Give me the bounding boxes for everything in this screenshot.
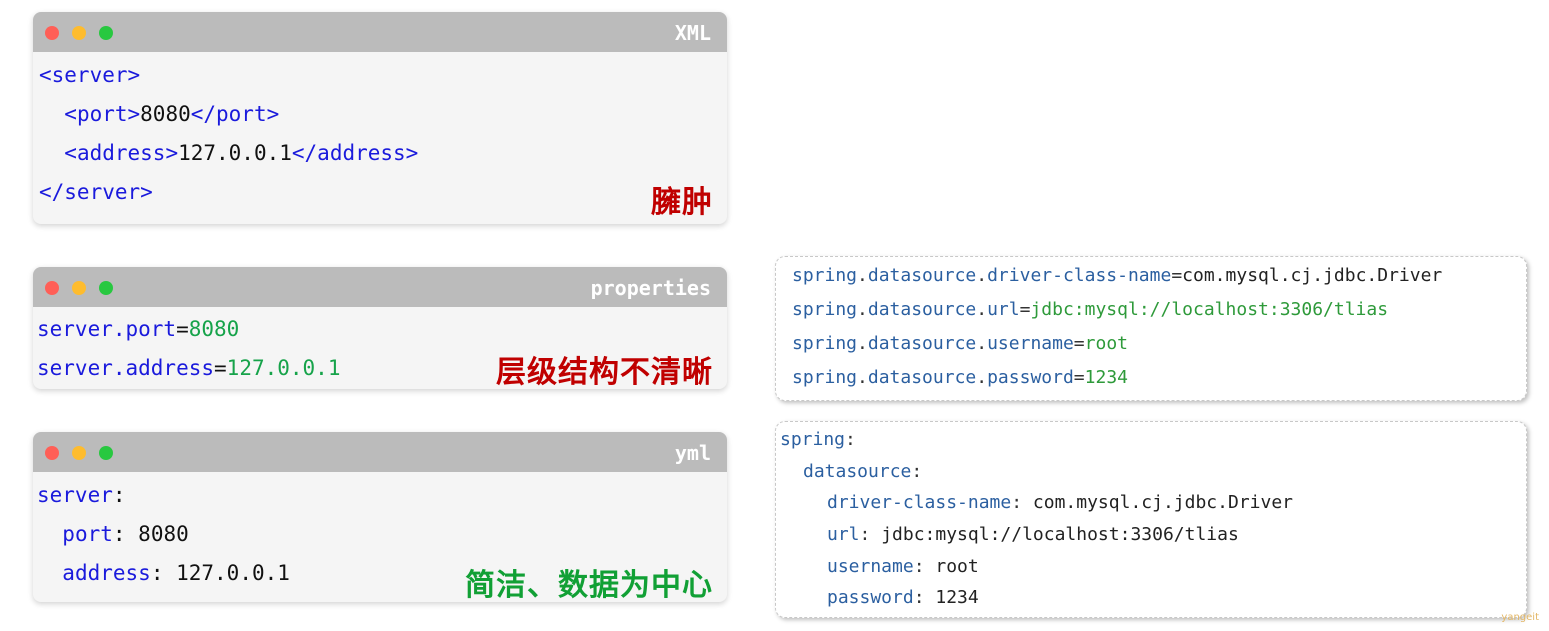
- code-line: spring:: [780, 429, 856, 450]
- code-line: address: 127.0.0.1: [62, 561, 290, 585]
- properties-code-window: properties server.port=8080 server.addre…: [33, 267, 727, 389]
- properties-titlebar: properties: [33, 267, 727, 307]
- maximize-dot-icon: [99, 281, 113, 295]
- code-line: server.port=8080: [37, 317, 240, 341]
- properties-language-label: properties: [590, 276, 711, 300]
- yml-titlebar: yml: [33, 432, 727, 472]
- code-line: url: jdbc:mysql://localhost:3306/tlias: [827, 524, 1239, 545]
- maximize-dot-icon: [99, 26, 113, 40]
- code-line: spring.datasource.url=jdbc:mysql://local…: [792, 299, 1389, 320]
- minimize-dot-icon: [72, 26, 86, 40]
- code-line: server:: [37, 483, 126, 507]
- xml-note: 臃肿: [651, 185, 713, 220]
- close-dot-icon: [45, 26, 59, 40]
- code-line: password: 1234: [827, 587, 979, 608]
- close-dot-icon: [45, 446, 59, 460]
- code-line: spring.datasource.username=root: [792, 333, 1128, 354]
- code-line: <server>: [39, 63, 141, 87]
- code-line: spring.datasource.password=1234: [792, 367, 1128, 388]
- code-line: port: 8080: [62, 522, 189, 546]
- xml-language-label: XML: [674, 21, 711, 45]
- code-line: </server>: [39, 180, 153, 204]
- xml-code: <server> <port>8080</port> <address>127.…: [39, 56, 418, 212]
- code-line: <port>8080</port>: [64, 102, 280, 126]
- watermark: yangeit: [1501, 612, 1539, 623]
- minimize-dot-icon: [72, 446, 86, 460]
- xml-titlebar: XML: [33, 12, 727, 52]
- code-line: spring.datasource.driver-class-name=com.…: [792, 265, 1443, 286]
- yml-code: server: port: 8080 address: 127.0.0.1: [37, 476, 290, 593]
- properties-note: 层级结构不清晰: [496, 355, 713, 389]
- close-dot-icon: [45, 281, 59, 295]
- yml-language-label: yml: [674, 441, 711, 465]
- code-line: driver-class-name: com.mysql.cj.jdbc.Dri…: [827, 492, 1294, 513]
- yml-note: 简洁、数据为中心: [465, 568, 713, 602]
- xml-code-window: XML <server> <port>8080</port> <address>…: [33, 12, 727, 224]
- maximize-dot-icon: [99, 446, 113, 460]
- code-line: server.address=127.0.0.1: [37, 356, 341, 380]
- yml-example-panel: spring: datasource: driver-class-name: c…: [775, 421, 1527, 618]
- yml-code-window: yml server: port: 8080 address: 127.0.0.…: [33, 432, 727, 602]
- minimize-dot-icon: [72, 281, 86, 295]
- code-line: username: root: [827, 556, 979, 577]
- properties-example-panel: spring.datasource.driver-class-name=com.…: [775, 256, 1527, 401]
- code-line: datasource:: [803, 461, 923, 482]
- properties-code: server.port=8080 server.address=127.0.0.…: [37, 310, 340, 388]
- code-line: <address>127.0.0.1</address>: [64, 141, 419, 165]
